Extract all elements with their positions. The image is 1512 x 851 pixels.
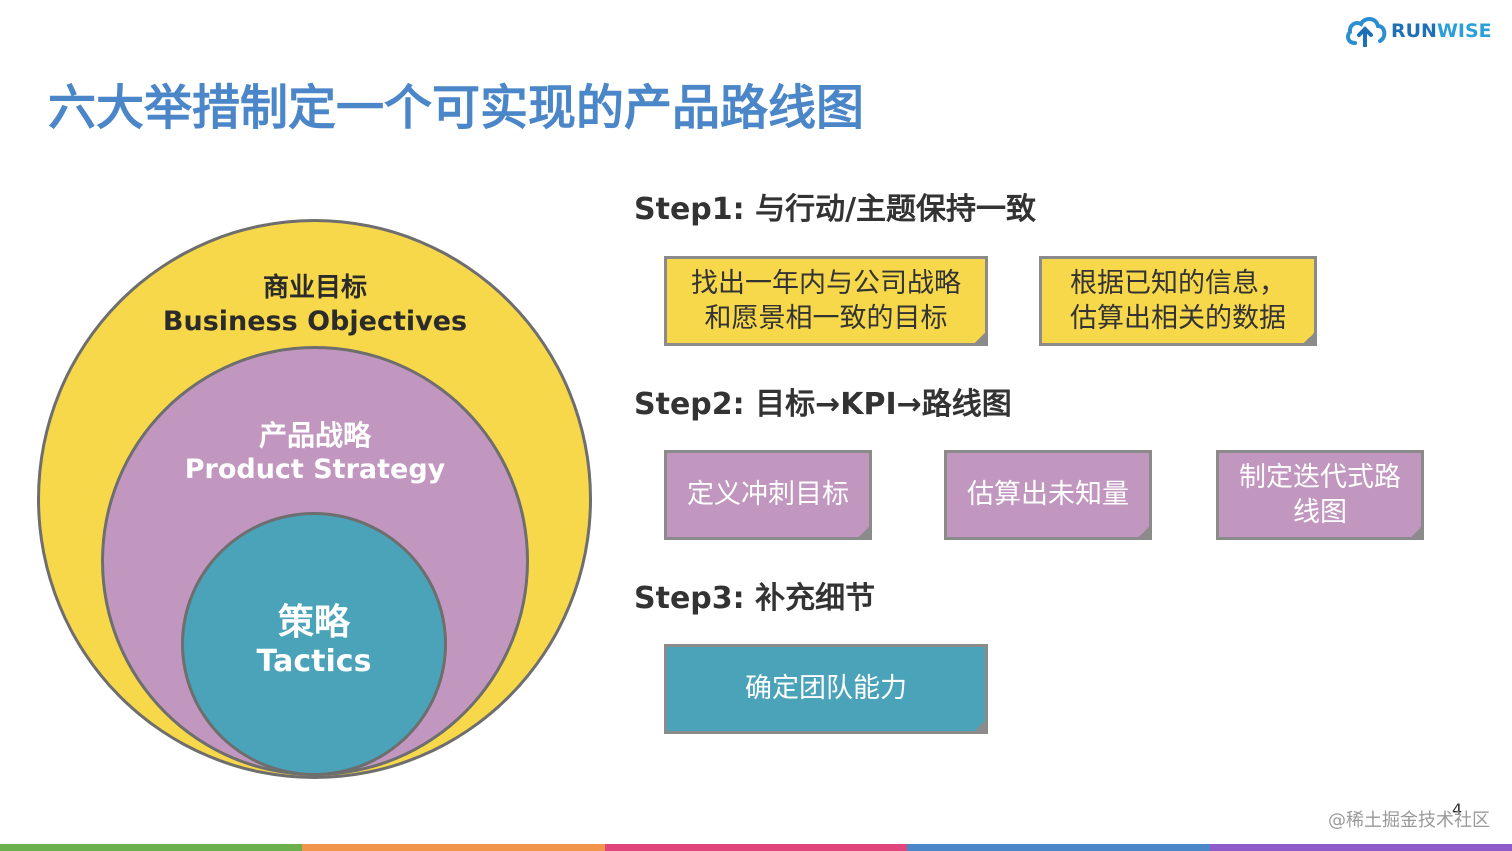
box-text: 根据已知的信息， 估算出相关的数据 [1070,267,1286,334]
bar-segment [1209,844,1512,851]
bar-segment [302,844,605,851]
step2-heading: Step2: 目标→KPI→路线图 [634,387,1012,422]
page-number: 4 [1452,800,1463,819]
bottom-color-bar [0,844,1512,851]
step1-box-1: 找出一年内与公司战略 和愿景相一致的目标 [664,256,988,346]
step2-box-2: 估算出未知量 [944,450,1152,540]
step2-box-3: 制定迭代式路 线图 [1216,450,1424,540]
label-zh: 产品战略 [258,419,371,452]
step2-box-1: 定义冲刺目标 [664,450,872,540]
box-text: 找出一年内与公司战略 和愿景相一致的目标 [691,267,961,334]
box-text: 制定迭代式路 线图 [1239,461,1401,528]
watermark: @稀土掘金技术社区 [1328,810,1490,831]
bar-segment [907,844,1210,851]
label-en: Tactics [256,644,372,680]
step3-heading: Step3: 补充细节 [634,581,876,616]
label-product-strategy: 产品战略 Product Strategy [110,418,520,487]
logo-text: RUNWISE [1391,20,1492,42]
step1-heading: Step1: 与行动/主题保持一致 [634,192,1037,227]
label-tactics: 策略 Tactics [181,602,447,681]
label-en: Product Strategy [184,454,446,485]
bar-segment [604,844,908,851]
label-business-objectives: 商业目标 Business Objectives [60,272,570,338]
box-text: 确定团队能力 [745,673,907,705]
label-en: Business Objectives [162,305,468,337]
box-text: 估算出未知量 [967,479,1129,511]
step3-box-1: 确定团队能力 [664,644,988,734]
bar-segment [0,844,303,851]
step1-box-2: 根据已知的信息， 估算出相关的数据 [1039,256,1317,346]
box-text: 定义冲刺目标 [687,479,849,511]
circle-tactics [181,512,447,776]
label-zh: 策略 [277,602,350,643]
runwise-logo: RUNWISE [1345,14,1492,48]
page-title: 六大举措制定一个可实现的产品路线图 [48,80,865,136]
cloud-logo-icon [1345,17,1387,47]
label-zh: 商业目标 [262,273,367,303]
